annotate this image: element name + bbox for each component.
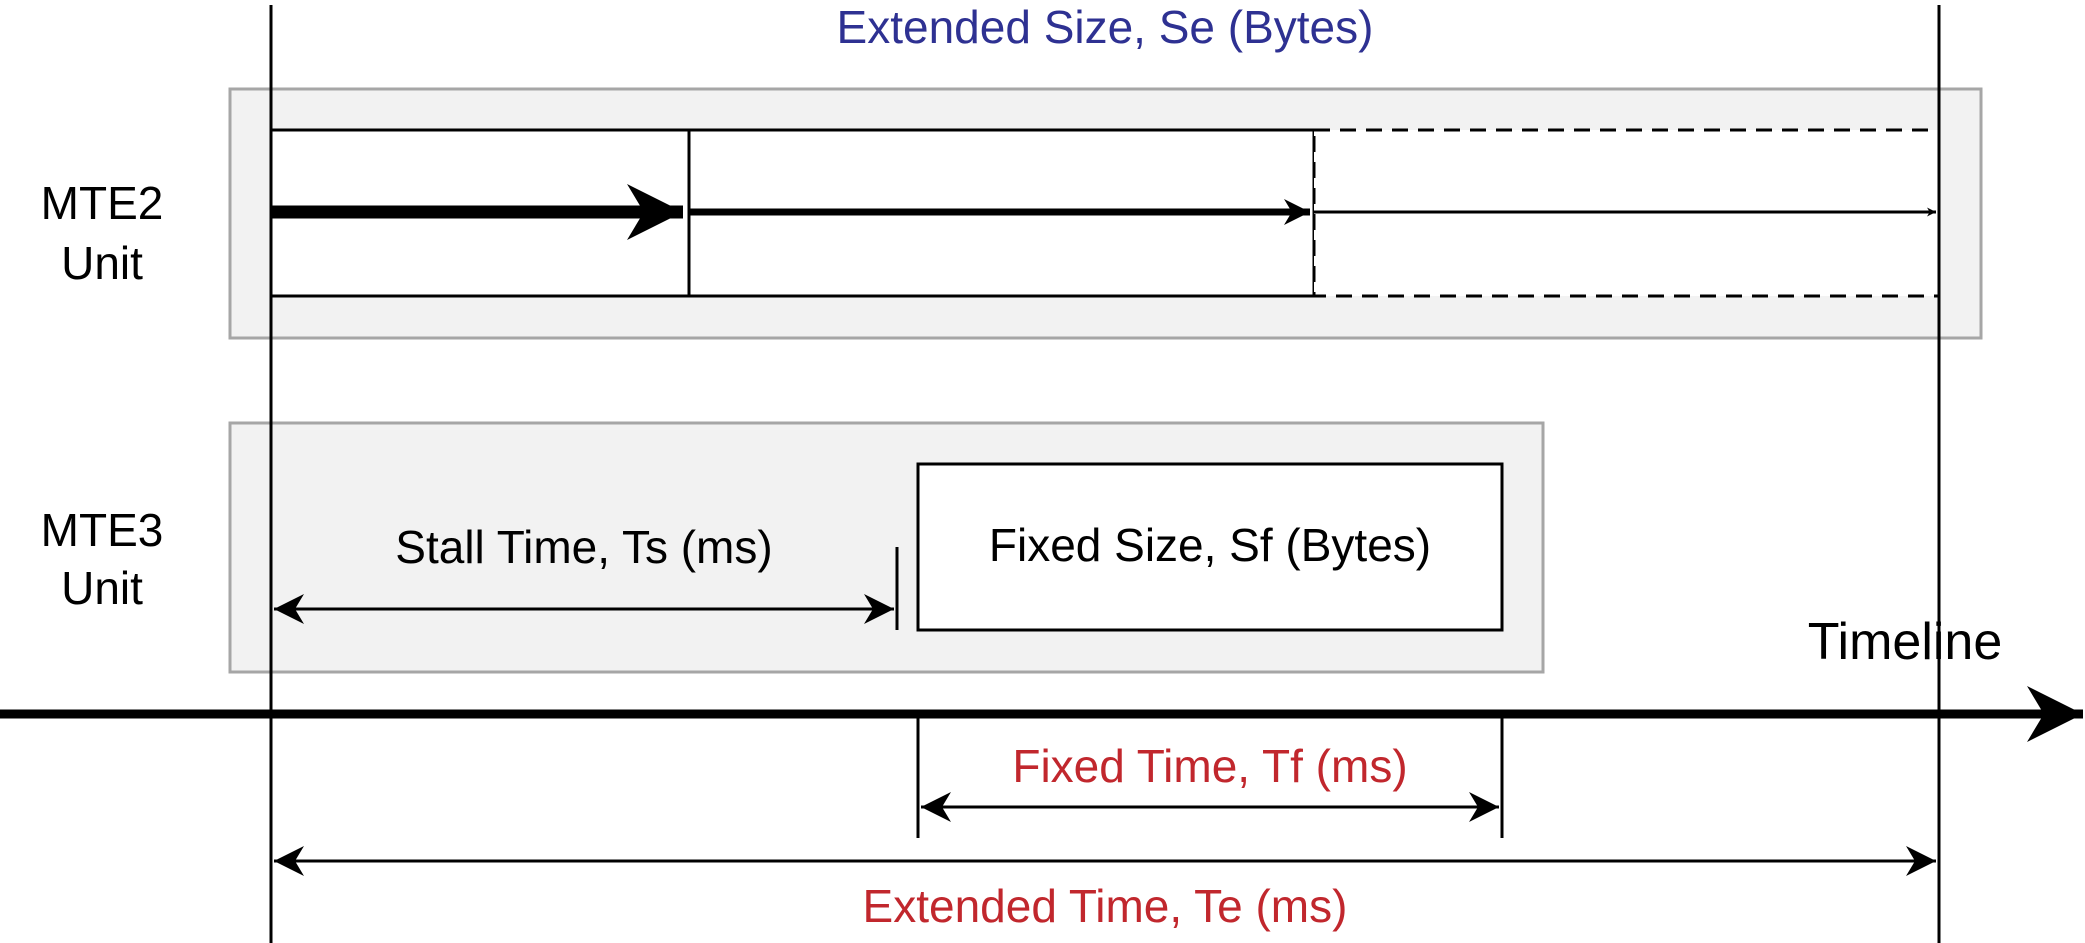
extended-size-label: Extended Size, Se (Bytes) [837, 1, 1374, 53]
mte3-unit-label-line2: Unit [61, 562, 143, 614]
fixed-time-label: Fixed Time, Tf (ms) [1012, 740, 1407, 792]
mte3-unit-label-line1: MTE3 [41, 504, 164, 556]
timeline-label: Timeline [1808, 613, 2003, 671]
mte3-fixed-size-block [916, 462, 1504, 632]
extended-time-label: Extended Time, Te (ms) [863, 880, 1348, 932]
mte2-unit-label-line1: MTE2 [41, 177, 164, 229]
fixed-size-label: Fixed Size, Sf (Bytes) [989, 519, 1431, 571]
stall-time-label: Stall Time, Ts (ms) [395, 521, 772, 573]
mte2-unit-label-line2: Unit [61, 237, 143, 289]
